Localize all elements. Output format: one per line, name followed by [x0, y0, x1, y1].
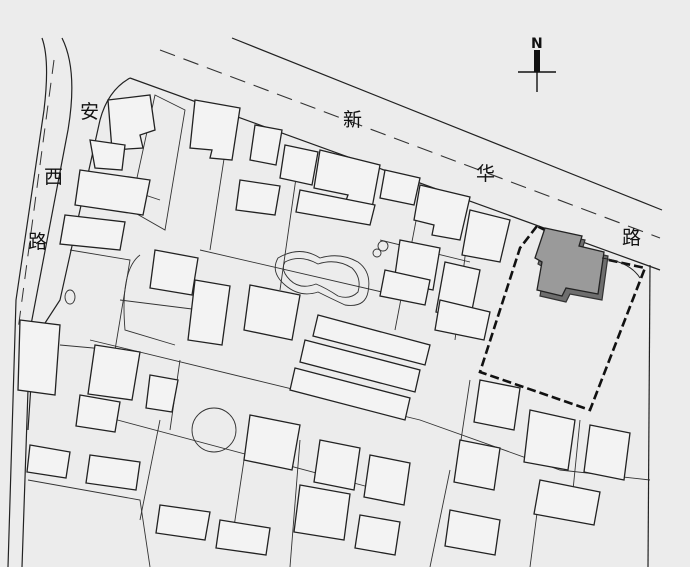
- building: [215, 519, 271, 556]
- building: [453, 439, 501, 491]
- building: [413, 184, 471, 241]
- lot-line: [27, 479, 151, 567]
- pond-inner-outline: [282, 258, 360, 298]
- pond-outline: [274, 251, 370, 306]
- building: [107, 94, 156, 151]
- building: [583, 424, 631, 481]
- building: [473, 379, 521, 431]
- xinhua-road-char-2: 华: [476, 163, 495, 185]
- anxi-road-char-1: 安: [80, 101, 99, 123]
- north-arrow-pointer: [534, 50, 540, 72]
- highlighted-building: [534, 227, 605, 297]
- building: [461, 209, 511, 263]
- building: [235, 179, 281, 216]
- building: [74, 169, 151, 216]
- xinhua-road-centerline: [159, 49, 661, 239]
- pond-small-circle: [377, 240, 389, 252]
- buildings: [17, 94, 631, 556]
- pond-small-circle: [372, 248, 382, 258]
- anxi-road-east-edge: [21, 37, 73, 567]
- building: [279, 144, 319, 186]
- building: [75, 394, 121, 433]
- lot-line: [123, 254, 176, 346]
- xinhua-road-char-3: 路: [622, 227, 641, 249]
- lot-line: [139, 419, 161, 521]
- block-outline-east: [647, 264, 651, 567]
- lot-line: [119, 299, 201, 311]
- building: [187, 279, 231, 346]
- bar-building: [299, 339, 421, 393]
- building: [59, 214, 126, 251]
- building: [149, 249, 199, 296]
- block-outline-west: [27, 77, 131, 431]
- building: [354, 514, 401, 556]
- xinhua-road: [129, 37, 663, 271]
- lot-line: [429, 469, 451, 567]
- anxi-road: [7, 37, 73, 567]
- building: [155, 504, 211, 541]
- building: [87, 344, 141, 401]
- building: [243, 414, 301, 471]
- building: [379, 169, 421, 206]
- building: [293, 484, 351, 541]
- round-structure: [191, 407, 237, 453]
- lot-line: [129, 94, 186, 231]
- anxi-road-char-3: 路: [28, 231, 47, 253]
- building: [313, 439, 361, 491]
- building: [26, 444, 71, 479]
- anxi-road-char-2: 西: [44, 166, 63, 188]
- building: [295, 189, 376, 226]
- building: [533, 479, 601, 526]
- lot-line: [289, 439, 301, 567]
- lot-line: [59, 249, 131, 351]
- building: [189, 99, 241, 161]
- building: [145, 374, 179, 413]
- building: [17, 319, 61, 396]
- lot-line: [199, 249, 396, 296]
- oval-feature: [64, 289, 76, 305]
- bar-building: [289, 367, 411, 421]
- xinhua-road-north-edge: [231, 37, 663, 211]
- building: [243, 284, 301, 341]
- north-arrow: N: [518, 36, 556, 92]
- xinhua-road-char-1: 新: [343, 109, 362, 131]
- building: [523, 409, 576, 471]
- building: [434, 299, 491, 341]
- building: [89, 139, 126, 171]
- site-driveway-curve: [601, 257, 641, 279]
- building: [249, 124, 283, 166]
- bar-buildings: [289, 314, 431, 421]
- building: [85, 454, 141, 491]
- bar-building: [312, 314, 431, 366]
- building: [379, 269, 431, 306]
- north-arrow-label: N: [531, 36, 543, 52]
- building: [444, 509, 501, 556]
- building: [363, 454, 411, 506]
- anxi-road-centerline: [17, 59, 55, 331]
- garden-pond: [274, 240, 389, 306]
- anxi-road-west-edge: [7, 37, 48, 567]
